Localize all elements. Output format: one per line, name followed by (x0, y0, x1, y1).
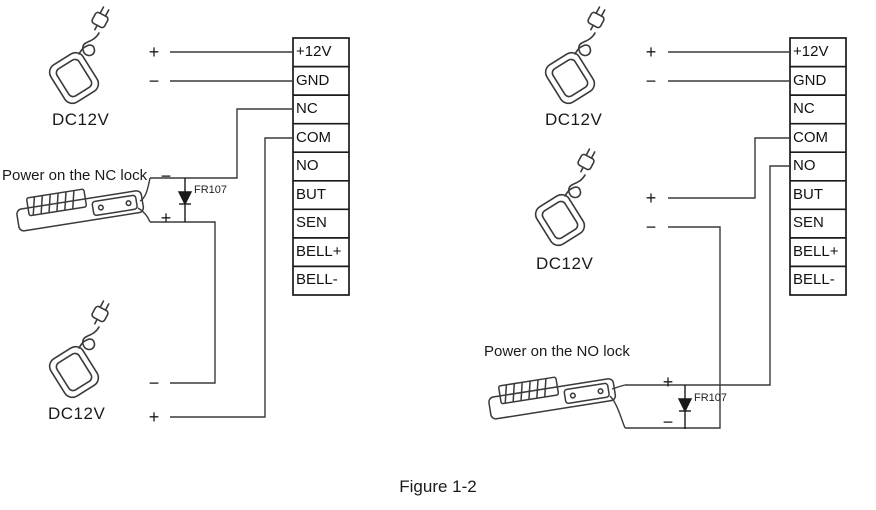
lock-lead-bottom (137, 207, 151, 223)
terminal-right-but: BUT (793, 185, 823, 203)
power-adapter-icon (45, 298, 114, 402)
wire-lock-to-psu2-minus (150, 221, 216, 384)
plus-sign: + (662, 372, 674, 392)
minus-sign: − (662, 412, 674, 432)
plus-sign: + (645, 188, 657, 208)
terminal-right-gnd: GND (793, 71, 827, 89)
psu-label-left-top: DC12V (52, 110, 110, 129)
diode-icon (178, 177, 192, 223)
electric-strike-lock-icon (13, 179, 145, 233)
terminal-left-gnd: GND (296, 71, 330, 89)
minus-sign: − (645, 217, 657, 237)
terminal-right-com: COM (793, 128, 828, 146)
terminal-grid-right (789, 37, 847, 296)
figure-caption: Figure 1-2 (399, 477, 477, 496)
wires-right (609, 51, 790, 429)
psu-label-right-top: DC12V (545, 110, 603, 129)
wire-com-to-psu2-plus (170, 137, 293, 418)
power-adapter-icon (531, 146, 600, 250)
diode-icon (678, 384, 692, 430)
electric-strike-lock-icon (485, 367, 617, 421)
psu-label-left-bottom: DC12V (48, 404, 106, 423)
terminal-left-bell-plus: BELL+ (296, 242, 342, 260)
minus-sign: − (160, 166, 172, 186)
terminal-left-no: NO (296, 157, 319, 175)
terminal-right-bell-plus: BELL+ (793, 242, 839, 260)
terminal-grid-left (292, 37, 350, 296)
terminal-right-12v: +12V (793, 43, 829, 60)
terminal-block-left: +12V GND NC COM NO BUT SEN BELL+ BELL- (293, 38, 349, 295)
terminal-left-12v: +12V (296, 43, 332, 60)
lock-caption-nc: Power on the NC lock (2, 167, 148, 184)
minus-sign: − (148, 373, 160, 393)
terminal-right-nc: NC (793, 100, 815, 118)
terminal-right-bell-minus: BELL- (793, 271, 835, 289)
terminal-left-nc: NC (296, 100, 318, 118)
wire-com-to-psu2-plus-right (668, 137, 790, 199)
plus-sign: + (148, 407, 160, 427)
lock-lead-top (139, 177, 151, 202)
terminal-left-sen: SEN (296, 214, 327, 232)
plus-sign: + (160, 208, 172, 228)
plus-sign: + (148, 42, 160, 62)
lock-caption-no: Power on the NO lock (484, 343, 630, 360)
lock-lead-top-right (611, 384, 626, 390)
diode-label-right: FR107 (694, 392, 728, 404)
minus-sign: − (645, 71, 657, 91)
terminal-left-com: COM (296, 128, 331, 146)
minus-sign: − (148, 71, 160, 91)
terminal-left-bell-minus: BELL- (296, 271, 338, 289)
plus-sign: + (645, 42, 657, 62)
power-adapter-icon (541, 4, 610, 108)
terminal-right-sen: SEN (793, 214, 824, 232)
wire-lock-to-psu2-minus-right (625, 226, 721, 429)
terminal-block-right: +12V GND NC COM NO BUT SEN BELL+ BELL- (790, 38, 846, 295)
lock-lead-bottom-right (609, 395, 626, 429)
diode-label-left: FR107 (194, 184, 228, 196)
power-adapter-icon (45, 4, 114, 108)
wires-left (137, 51, 293, 418)
terminal-left-but: BUT (296, 185, 326, 203)
wire-nc-to-lock (150, 108, 293, 179)
wire-no-to-lock (625, 165, 790, 386)
psu-label-right-mid: DC12V (536, 254, 594, 273)
terminal-right-no: NO (793, 157, 816, 175)
